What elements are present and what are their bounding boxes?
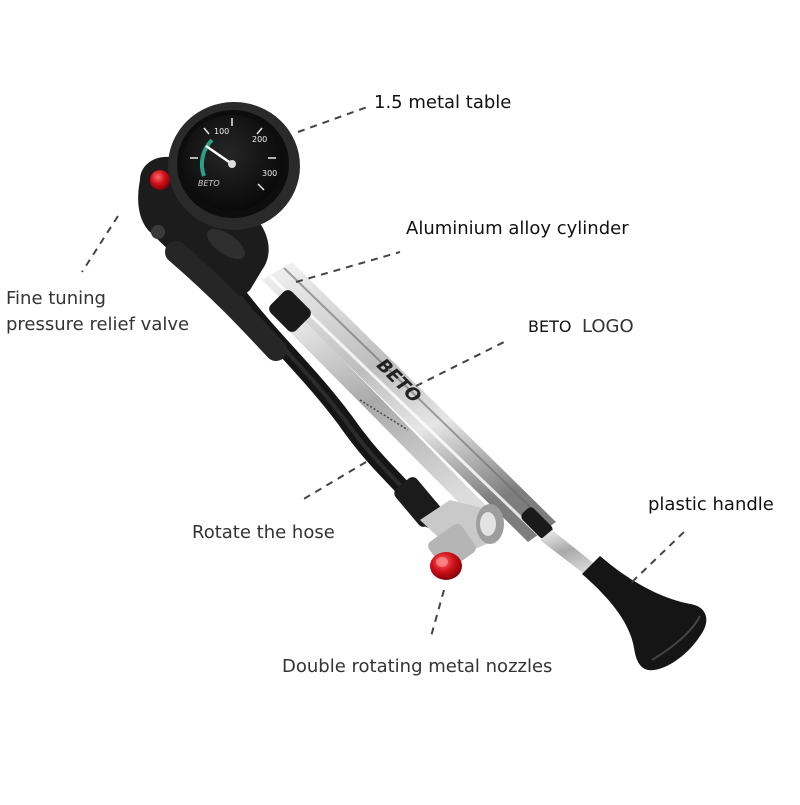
leader-cylinder [295, 251, 401, 283]
label-rotate-hose: Rotate the hose [192, 522, 335, 543]
pressure-gauge: 100 200 300 BETO [168, 102, 300, 230]
gauge-tick-100: 100 [214, 127, 229, 136]
pump-head [138, 156, 287, 361]
label-logo: LOGO [582, 316, 634, 337]
label-plastic-handle: plastic handle [648, 494, 774, 515]
leader-nozzles [429, 589, 445, 641]
gauge-tick-300: 300 [262, 169, 277, 178]
label-cylinder: Aluminium alloy cylinder [406, 218, 629, 239]
leader-handle [631, 529, 687, 583]
label-beto: BETO [528, 317, 572, 336]
relief-valve-button [150, 170, 170, 190]
label-relief-valve-line2: pressure relief valve [6, 314, 190, 335]
gauge-brand: BETO [198, 179, 220, 188]
leader-metal-table [297, 105, 371, 133]
leader-beto-logo [415, 339, 509, 387]
gauge-needle [205, 144, 233, 166]
piston-rod [540, 530, 602, 580]
label-relief-valve-line1: Fine tuning [6, 288, 106, 309]
metal-nozzle [394, 477, 504, 580]
label-nozzles: Double rotating metal nozzles [282, 656, 553, 677]
plastic-handle [582, 556, 707, 671]
leader-hose [301, 461, 367, 501]
leader-relief-valve [81, 215, 119, 273]
gauge-tick-200: 200 [252, 135, 267, 144]
label-metal-table: 1.5 metal table [374, 92, 512, 113]
leader-lines [81, 105, 687, 641]
